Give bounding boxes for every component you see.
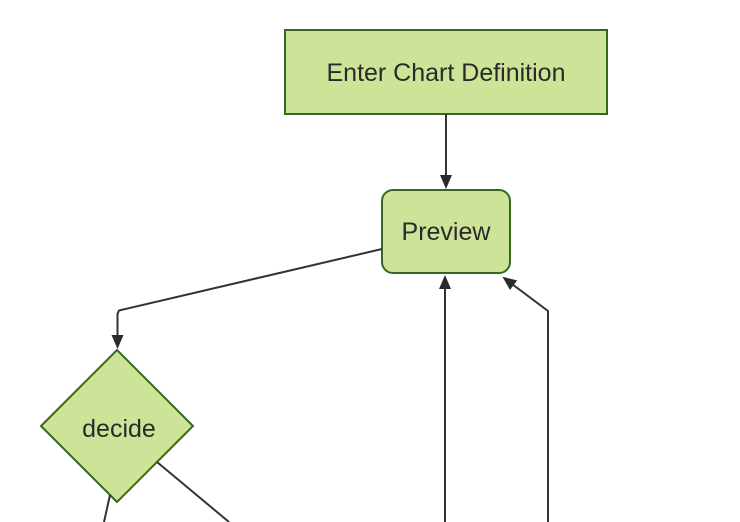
edge-preview-to-decide — [111, 248, 383, 349]
node-decide-shape — [39, 348, 195, 504]
edge-return-right-to-preview — [502, 276, 549, 522]
node-preview-label: Preview — [402, 218, 492, 246]
node-decide-label: decide — [82, 415, 156, 443]
edge-decide-offscreen-left — [103, 494, 111, 522]
node-preview: Preview — [381, 189, 511, 274]
edge-decide-offscreen-right — [156, 461, 230, 522]
node-enter-chart-definition: Enter Chart Definition — [284, 29, 608, 115]
node-decide: decide — [39, 348, 195, 504]
node-preview-shape — [381, 189, 511, 274]
node-enter-chart-definition-label: Enter Chart Definition — [326, 59, 565, 87]
node-enter-chart-definition-shape — [284, 29, 608, 115]
